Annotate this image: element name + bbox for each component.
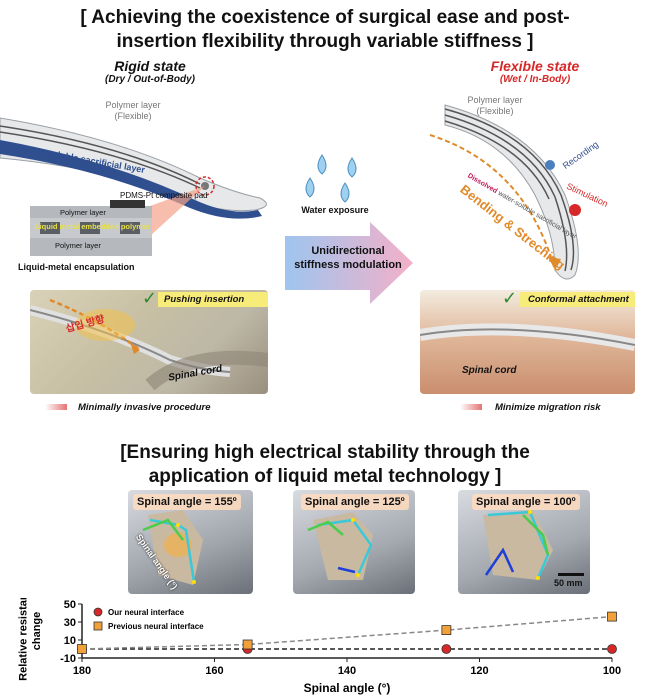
- conformal-attachment-tag: ✓ Conformal attachment: [502, 288, 635, 308]
- y-tick-label: 30: [64, 617, 76, 629]
- x-tick-label: 180: [73, 665, 91, 677]
- inset-polymer-top: Polymer layer: [60, 208, 106, 217]
- x-tick-label: 100: [603, 665, 621, 677]
- rigid-footer: Minimally invasive procedure: [78, 402, 211, 413]
- flexible-footer: Minimize migration risk: [495, 402, 601, 413]
- legend-label: Our neural interface: [108, 608, 185, 617]
- rigid-probe-illustration: [0, 117, 267, 256]
- data-point-square: [242, 639, 253, 650]
- encapsulation-label: Liquid-metal encapsulation: [18, 262, 135, 272]
- photo-angle-100: Spinal angle = 100º 50 mm: [458, 490, 590, 594]
- check-icon: ✓: [502, 288, 518, 308]
- data-point-circle: [607, 644, 617, 654]
- data-point-square: [607, 611, 617, 622]
- rigid-polymer-layer-label: Polymer layer: [105, 100, 161, 110]
- photo-100-drawing: [483, 510, 553, 580]
- scale-bar-label: 50 mm: [554, 578, 583, 588]
- flexible-spinal-cord-label: Spinal cord: [462, 365, 517, 376]
- check-icon: ✓: [142, 288, 158, 308]
- photo-angle-155: Spinal angle = 155º Spinal angle (°): [128, 490, 253, 594]
- rigid-insertion-photo: [30, 290, 268, 394]
- rigid-polymer-flexible-label: (Flexible): [114, 111, 152, 121]
- legend-label: Previous neural interface: [108, 622, 204, 631]
- rigid-state-title: Rigid state: [114, 58, 186, 74]
- angle-label-155: Spinal angle = 155º: [133, 494, 241, 510]
- flexible-state-subtitle: (Wet / In-Body): [499, 74, 571, 85]
- rigid-state-subtitle: (Dry / Out-of-Body): [105, 74, 195, 85]
- y-tick-label: 10: [64, 635, 76, 647]
- conformal-attachment-label: Conformal attachment: [528, 294, 629, 305]
- pad-label: PDMS-Pt composite pad: [120, 191, 208, 200]
- water-exposure-label: Water exposure: [301, 205, 369, 215]
- y-axis-label: Relative resistancechange: [18, 598, 43, 681]
- flexible-attachment-photo: [420, 290, 635, 394]
- data-point-square: [441, 625, 452, 636]
- main-title-line1: [ Achieving the coexistence of surgical …: [80, 7, 570, 28]
- photo-125-drawing: [307, 512, 373, 580]
- inset-polymer-bottom: Polymer layer: [55, 241, 101, 250]
- x-axis-label: Spinal angle (°): [304, 681, 391, 695]
- flexible-probe-illustration: [429, 104, 581, 280]
- legend-marker-circle: [93, 607, 103, 617]
- flexible-state-title: Flexible state: [490, 58, 580, 74]
- flexible-polymer-layer-label: Polymer layer: [467, 95, 523, 105]
- pushing-insertion-tag: ✓ Pushing insertion: [142, 288, 268, 308]
- main-title-line2: insertion flexibility through variable s…: [116, 31, 534, 52]
- water-drops-icon: [305, 154, 357, 203]
- arrow-icon: [460, 404, 482, 410]
- scale-bar: [558, 573, 584, 576]
- bottom-title-line1: [Ensuring high electrical stability thro…: [120, 442, 530, 463]
- data-point-square: [77, 644, 87, 654]
- photo-angle-125: Spinal angle = 125º: [293, 490, 415, 594]
- pushing-insertion-label: Pushing insertion: [164, 294, 245, 305]
- angle-label-100: Spinal angle = 100º: [472, 494, 580, 510]
- flexible-polymer-flexible-label: (Flexible): [476, 106, 514, 116]
- x-tick-label: 140: [338, 665, 356, 677]
- data-point-circle: [441, 644, 452, 654]
- arrow-icon: [45, 404, 67, 410]
- bottom-title-line2: application of liquid metal technology ]: [148, 466, 502, 487]
- y-tick-label: -10: [60, 653, 76, 665]
- arrow-text-line2: stiffness modulation: [294, 259, 402, 271]
- stiffness-modulation-arrow: [285, 222, 413, 304]
- series-line-2: [81, 615, 613, 650]
- inset-liquid-metal: Liquid metal embedded polymer: [35, 222, 151, 231]
- y-tick-label: 50: [64, 599, 76, 611]
- legend-marker-square: [93, 621, 103, 631]
- flexible-attachment-drawing: [420, 323, 635, 351]
- angle-label-125: Spinal angle = 125º: [301, 494, 409, 510]
- x-tick-label: 160: [205, 665, 223, 677]
- photo-155-drawing: [142, 510, 203, 585]
- arrow-text-line1: Unidirectional: [311, 245, 385, 257]
- rigid-insertion-drawing: [30, 298, 268, 391]
- x-tick-label: 120: [470, 665, 488, 677]
